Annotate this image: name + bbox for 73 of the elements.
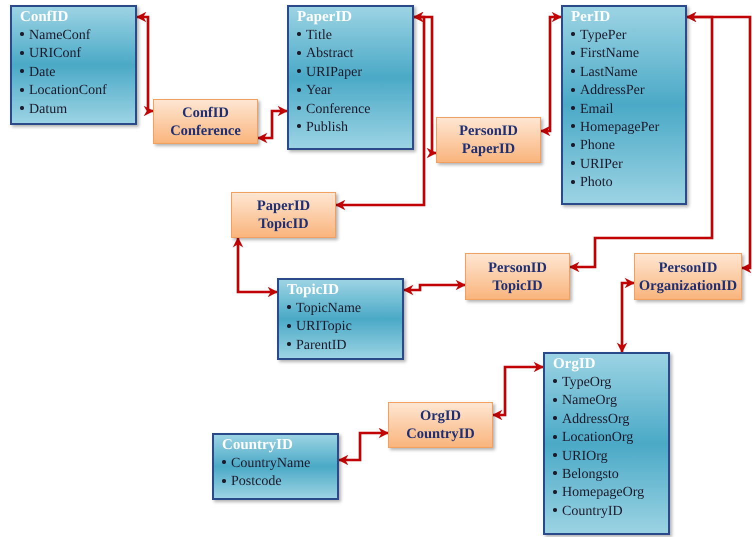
field-name: Date (29, 64, 56, 80)
key-field: PersonID (459, 122, 518, 140)
connector-arrow (232, 236, 278, 298)
key-field: PersonID (658, 258, 718, 276)
relation-box (231, 192, 336, 238)
connector-arrow (492, 362, 544, 420)
field-name: LocationConf (29, 83, 107, 98)
key-field: PaperID (462, 140, 516, 158)
field-name: NameConf (29, 28, 90, 43)
entity-table (277, 278, 404, 360)
connector-arrow (338, 428, 390, 466)
key-field: PaperID (256, 197, 310, 215)
field-name: URIPaper (306, 64, 362, 80)
key-field: CountryID (406, 425, 475, 443)
field-name: CountryName (231, 456, 310, 471)
field-name: NameOrg (562, 393, 617, 408)
key-field: ConfID (182, 104, 229, 122)
field-name: HomepagePer (580, 120, 660, 136)
field-name: ParentID (296, 338, 347, 353)
field-name: URIOrg (562, 448, 608, 464)
connector-arrow (540, 12, 562, 136)
field-name: LocationOrg (562, 430, 634, 446)
key-field: PersonID (488, 258, 547, 276)
field-name: Title (306, 28, 332, 43)
field-name: FirstName (580, 46, 640, 62)
field-name: TypeOrg (562, 375, 612, 390)
entity-table (543, 352, 670, 535)
field-name: CountryID (562, 504, 623, 519)
field-name: Conference (306, 102, 371, 117)
field-name: URITopic (296, 319, 352, 334)
key-field: OrgID (420, 407, 462, 425)
table-name: TopicID (287, 282, 339, 299)
table-name: CountryID (222, 437, 293, 454)
field-name: Datum (29, 102, 68, 117)
field-name: Abstract (306, 46, 354, 62)
connector-arrow (136, 12, 154, 116)
field-name: TypePer (580, 28, 626, 43)
table-name: PaperID (297, 9, 352, 26)
table-name: ConfID (20, 9, 68, 26)
field-name: Belongsto (562, 467, 619, 482)
field-name: Email (580, 102, 614, 117)
connector-arrow (256, 106, 288, 144)
field-name: Publish (306, 120, 348, 136)
field-name: AddressOrg (562, 412, 630, 427)
field-name: Year (306, 83, 332, 98)
relation-box (388, 402, 493, 448)
field-name: Phone (580, 138, 615, 154)
table-name: OrgID (553, 356, 596, 373)
connector-arrow (402, 280, 466, 296)
field-name: HomepageOrg (562, 485, 644, 500)
key-field: TopicID (492, 276, 543, 294)
connector-arrow (334, 12, 426, 210)
field-name: URIPer (580, 156, 623, 172)
entity-table (212, 433, 339, 500)
relation-box (465, 253, 570, 300)
field-name: TopicName (296, 301, 362, 316)
relation-box (436, 117, 541, 163)
relation-box (153, 99, 258, 144)
entity-table (10, 5, 137, 125)
key-field: OrganizationID (638, 276, 738, 294)
field-name: LastName (580, 64, 638, 80)
field-name: Postcode (231, 474, 282, 490)
entity-table (287, 5, 414, 150)
connector-arrow (616, 278, 636, 354)
field-name: URIConf (29, 46, 82, 62)
key-field: Conference (170, 122, 241, 140)
field-name: Photo (580, 175, 613, 190)
field-name: AddressPer (580, 83, 645, 98)
entity-table (561, 5, 687, 205)
key-field: TopicID (258, 215, 309, 233)
relation-box (634, 253, 742, 300)
connector-arrow (686, 12, 752, 274)
table-name: PerID (571, 9, 610, 26)
